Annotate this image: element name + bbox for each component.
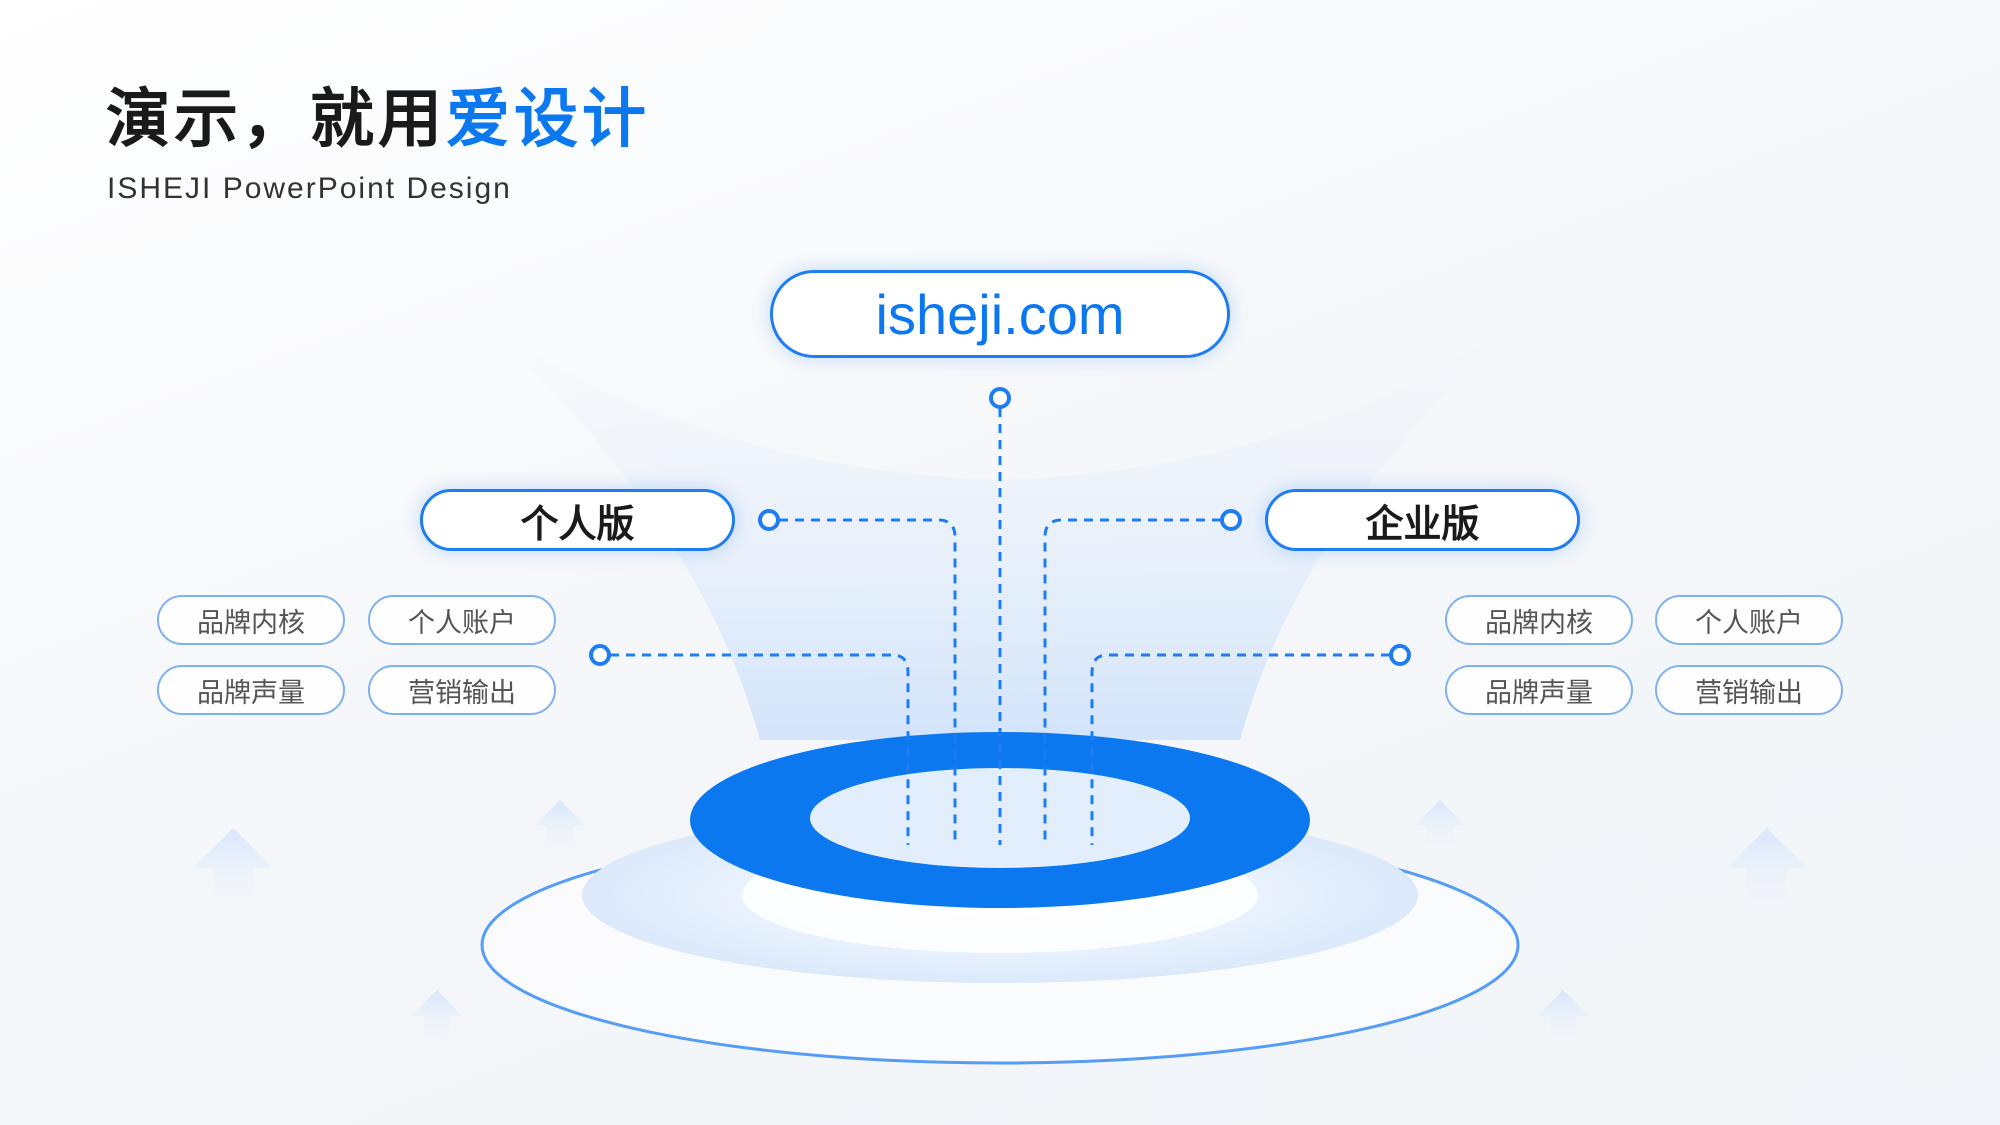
personal-node	[758, 509, 780, 531]
personal-tag: 品牌声量	[157, 665, 345, 715]
enterprise-connector	[1043, 518, 1221, 845]
root-label: isheji.com	[875, 282, 1125, 346]
personal-tag: 品牌内核	[157, 595, 345, 645]
page-subtitle: ISHEJI PowerPoint Design	[107, 172, 512, 205]
personal-tags-node	[589, 644, 611, 666]
enterprise-tags-node	[1389, 644, 1411, 666]
page-title: 演示，就用爱设计	[106, 82, 650, 159]
personal-tags-connector	[610, 653, 910, 845]
enterprise-edition-node: 企业版	[1265, 489, 1580, 551]
title-main: 演示，就用	[106, 83, 446, 157]
enterprise-tag: 品牌声量	[1445, 665, 1633, 715]
arrow-decorations	[193, 800, 1807, 1050]
center-node	[989, 387, 1011, 409]
personal-connector	[779, 518, 957, 845]
enterprise-node	[1220, 509, 1242, 531]
title-accent: 爱设计	[446, 83, 650, 157]
enterprise-edition-label: 企业版	[1365, 501, 1480, 546]
personal-edition-label: 个人版	[520, 501, 635, 546]
personal-edition-node: 个人版	[420, 489, 735, 551]
root-node: isheji.com	[770, 270, 1230, 358]
personal-tag: 个人账户	[368, 595, 556, 645]
blue-ring-hole	[810, 768, 1190, 868]
enterprise-tag: 个人账户	[1655, 595, 1843, 645]
enterprise-tag: 营销输出	[1655, 665, 1843, 715]
light-beam	[480, 320, 1520, 740]
enterprise-tags-connector	[1090, 653, 1390, 845]
enterprise-tag: 品牌内核	[1445, 595, 1633, 645]
personal-tag: 营销输出	[368, 665, 556, 715]
